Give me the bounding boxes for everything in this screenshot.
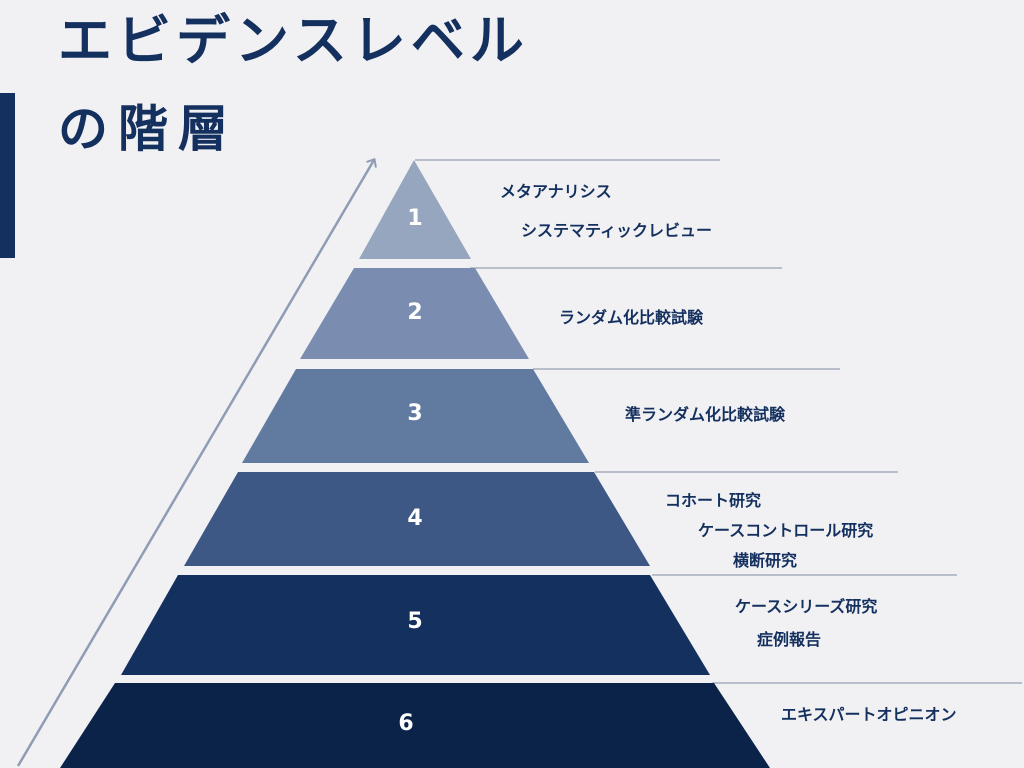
page-title-line-1: エビデンスレベル — [58, 9, 529, 72]
page-title-line-2: の階層 — [58, 100, 238, 158]
level-number-4: 4 — [407, 506, 422, 531]
pyramid-level-3 — [242, 369, 589, 463]
pyramid-level-5 — [121, 575, 710, 675]
level-number-6: 6 — [398, 711, 413, 736]
pyramid-level-1 — [359, 160, 471, 259]
level-5-item-1: ケースシリーズ研究 — [735, 597, 878, 616]
accent-bar — [0, 93, 15, 258]
level-4-item-3: 横断研究 — [733, 551, 798, 570]
level-4-item-2: ケースコントロール研究 — [698, 521, 874, 540]
level-5-item-2: 症例報告 — [757, 630, 822, 649]
level-2-item-1: ランダム化比較試験 — [559, 308, 704, 327]
level-number-2: 2 — [407, 300, 422, 325]
level-number-3: 3 — [407, 401, 422, 426]
level-4-item-1: コホート研究 — [665, 491, 762, 510]
pyramid-level-6 — [60, 683, 770, 768]
level-3-item-1: 準ランダム化比較試験 — [625, 405, 786, 424]
level-number-1: 1 — [407, 206, 422, 231]
level-number-5: 5 — [407, 609, 422, 634]
pyramid-level-2 — [300, 268, 529, 359]
level-1-item-1: メタアナリシス — [500, 182, 612, 201]
pyramid-level-4 — [184, 472, 650, 566]
trend-arrow — [16, 158, 377, 767]
level-1-item-2: システマティックレビュー — [521, 221, 713, 240]
level-6-item-1: エキスパートオピニオン — [781, 705, 957, 724]
